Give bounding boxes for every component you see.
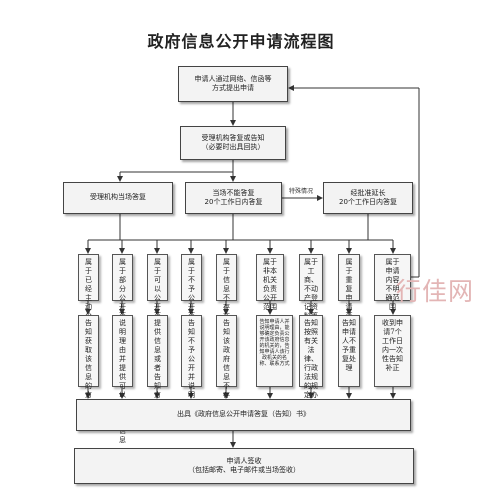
outcome-registration-info: 告知按照有关法律、行政法规的规定办理 — [299, 315, 323, 408]
receipt-step: 申请人签收 （包括邮寄、电子邮件或当场签收） — [74, 448, 414, 484]
outcome-partial-public: 说明理由并提供可以公开的信息 — [112, 315, 133, 444]
category-repeat-request: 属于重复申请范围 — [338, 254, 360, 329]
outcome-unclear-request: 收到申请7个工作日内一次性告知补正 — [374, 315, 411, 387]
reply-on-spot-step: 受理机构当场答复 — [63, 182, 173, 214]
category-already-public: 属于已经主动公开范围 — [78, 254, 99, 347]
outcome-other-agency: 告知申请人并说明理由，能够确定负责公开该政府信息的机关的，告知申请人该行政机关的… — [256, 315, 293, 387]
category-partial-public: 属于部分公开范围 — [112, 254, 133, 329]
special-case-label: 特殊情况 — [289, 188, 314, 195]
outcome-can-public: 提供信息或者告知方式、途径 — [147, 315, 168, 426]
category-registration-info: 属于工商、不动产登记资料等信息 — [299, 254, 323, 329]
category-not-public: 属于不予公开范围 — [181, 254, 202, 329]
category-can-public: 属于可以公开范围 — [147, 254, 168, 329]
category-other-agency: 属于非本机关负责公开范围 — [256, 254, 284, 311]
extend-step: 经批准延长 20个工作日内答复 — [323, 182, 413, 214]
outcome-repeat-request: 告知申请人不予重复处理 — [338, 315, 360, 387]
category-not-exist: 属于信息不存在范围 — [216, 254, 237, 338]
accept-step: 受理机构答复或告知 （必要时出具回执） — [180, 126, 286, 160]
outcome-not-public: 告知不予公开并说明理由 — [181, 315, 202, 417]
watermark: 行佳网 — [395, 277, 474, 306]
reply-20-days-step: 当场不能答复 20个工作日内答复 — [185, 182, 282, 214]
page-title: 政府信息公开申请流程图 — [147, 32, 335, 51]
issue-reply-step: 出具《政府信息公开申请答复（告知）书》 — [76, 399, 411, 431]
outcome-already-public: 告知获取该信息的方式、途径 — [78, 315, 99, 426]
outcome-not-exist: 告知该政府信息不存在 — [216, 315, 237, 408]
category-unclear-request: 属于申请内容不明确范围 — [374, 254, 411, 311]
apply-step: 申请人通过网络、信函等 方式提出申请 — [178, 66, 288, 102]
